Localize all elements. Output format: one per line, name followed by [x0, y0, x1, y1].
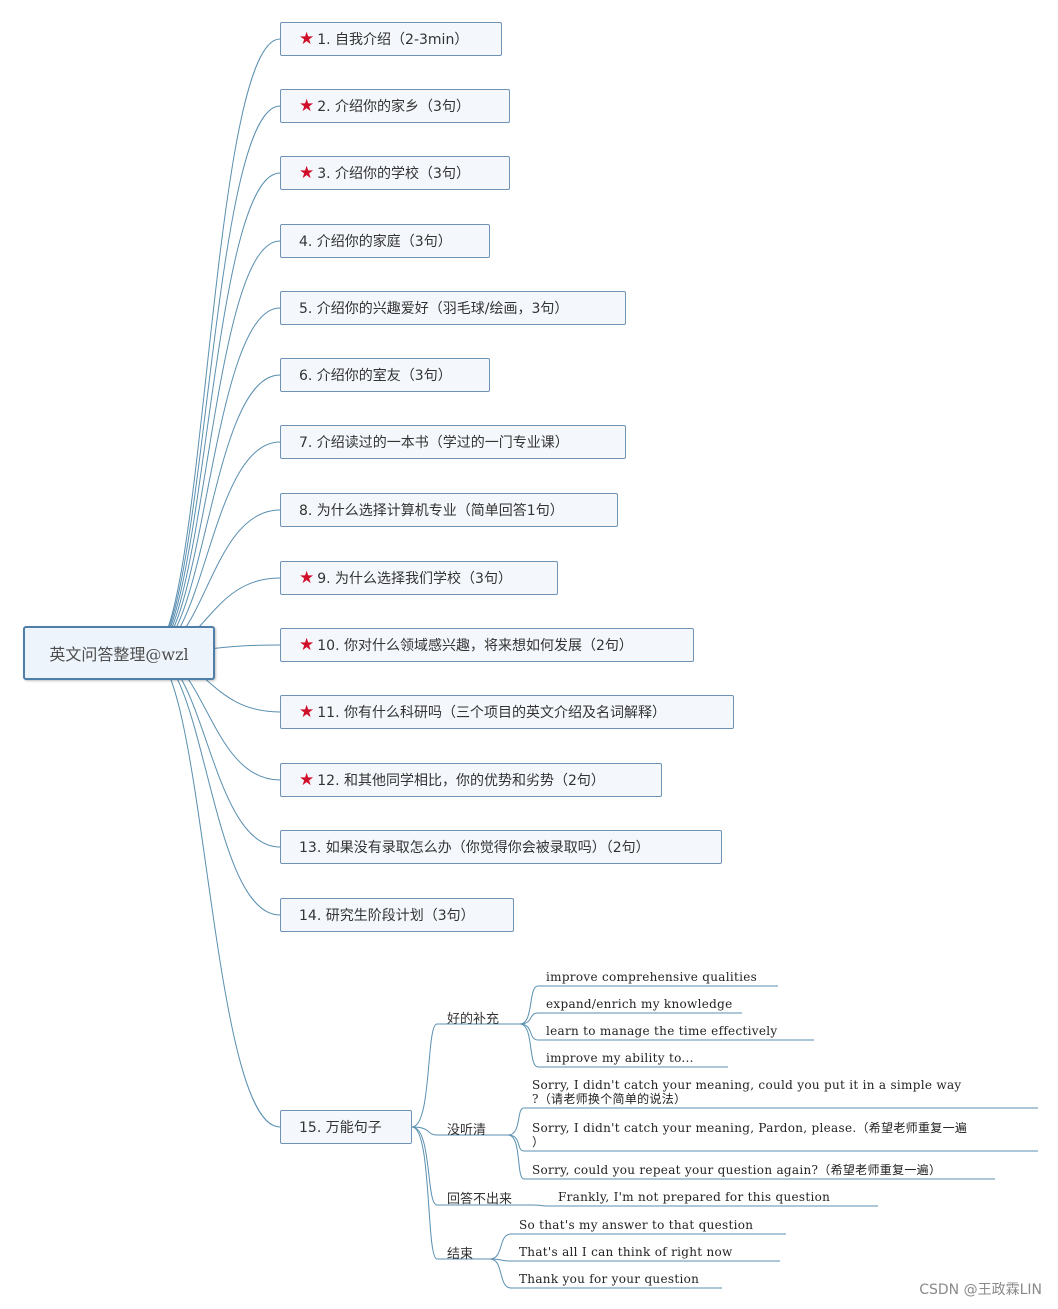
phrase-connector	[489, 1258, 722, 1289]
phrase-connector	[489, 1258, 780, 1262]
phrase-connector	[529, 1204, 878, 1207]
root-node[interactable]: 英文问答整理@wzl	[23, 626, 215, 680]
phrase-connector	[519, 985, 778, 1025]
phrase-connector	[519, 1023, 728, 1068]
star-icon: ★	[299, 769, 315, 790]
topic-node[interactable]: 7. 介绍读过的一本书（学过的一门专业课）	[280, 425, 626, 459]
phrase-item: Sorry, I didn't catch your meaning, coul…	[532, 1078, 962, 1106]
phrase-item: improve comprehensive qualities	[546, 970, 758, 984]
star-icon: ★	[299, 162, 315, 183]
topic-label: 8. 为什么选择计算机专业（简单回答1句）	[299, 503, 564, 519]
topic-label: 9. 为什么选择我们学校（3句）	[317, 571, 512, 587]
phrase-connector	[519, 1012, 742, 1025]
group-label[interactable]: 没听清	[447, 1123, 487, 1138]
phrase-item: Frankly, I'm not prepared for this quest…	[558, 1190, 831, 1204]
group-connector	[411, 1126, 530, 1206]
topic-label: 10. 你对什么领域感兴趣，将来想如何发展（2句）	[317, 638, 633, 654]
topic-node[interactable]: 4. 介绍你的家庭（3句）	[280, 224, 490, 258]
star-icon: ★	[299, 95, 315, 116]
topic-node[interactable]: 13. 如果没有录取怎么办（你觉得你会被录取吗）（2句）	[280, 830, 722, 864]
topic-node[interactable]: ★11. 你有什么科研吗（三个项目的英文介绍及名词解释）	[280, 695, 734, 729]
topic-label: 4. 介绍你的家庭（3句）	[299, 234, 452, 250]
group-connector	[411, 1023, 520, 1128]
phrase-item: improve my ability to...	[546, 1051, 694, 1065]
topic-label: 15. 万能句子	[299, 1120, 382, 1136]
topic-node[interactable]: 8. 为什么选择计算机专业（简单回答1句）	[280, 493, 618, 527]
topic-label: 12. 和其他同学相比，你的优势和劣势（2句）	[317, 773, 605, 789]
phrase-item: So that's my answer to that question	[519, 1218, 754, 1232]
phrase-connector	[507, 1134, 995, 1180]
root-title: 英文问答整理@wzl	[49, 645, 189, 664]
phrase-item: learn to manage the time effectively	[546, 1024, 778, 1038]
topic-label: 13. 如果没有录取怎么办（你觉得你会被录取吗）（2句）	[299, 840, 650, 856]
phrase-item: Sorry, could you repeat your question ag…	[532, 1163, 942, 1177]
topic-label: 3. 介绍你的学校（3句）	[317, 166, 470, 182]
group-connector	[411, 1126, 508, 1136]
topic-connector	[149, 307, 281, 654]
topic-label: 2. 介绍你的家乡（3句）	[317, 99, 470, 115]
topic-label: 6. 介绍你的室友（3句）	[299, 368, 452, 384]
phrase-connector	[519, 1023, 814, 1041]
topic-connector	[149, 652, 281, 848]
topic-label: 1. 自我介绍（2-3min）	[317, 32, 469, 48]
topic-connector	[149, 652, 281, 1128]
group-label[interactable]: 回答不出来	[447, 1192, 513, 1207]
topic-node[interactable]: 14. 研究生阶段计划（3句）	[280, 898, 514, 932]
topic-node[interactable]: ★9. 为什么选择我们学校（3句）	[280, 561, 558, 595]
group-connector	[411, 1126, 490, 1260]
star-icon: ★	[299, 634, 315, 655]
topic-label: 7. 介绍读过的一本书（学过的一门专业课）	[299, 435, 569, 451]
group-label[interactable]: 结束	[447, 1247, 474, 1262]
topic-label: 14. 研究生阶段计划（3句）	[299, 908, 475, 924]
topic-node[interactable]: 6. 介绍你的室友（3句）	[280, 358, 490, 392]
phrase-item: That's all I can think of right now	[519, 1245, 733, 1259]
star-icon: ★	[299, 567, 315, 588]
topic-connector	[149, 105, 281, 654]
topic-label: 11. 你有什么科研吗（三个项目的英文介绍及名词解释）	[317, 705, 666, 721]
phrase-item: Sorry, I didn't catch your meaning, Pard…	[532, 1121, 968, 1149]
topic-connector	[149, 38, 281, 654]
topic-node[interactable]: ★10. 你对什么领域感兴趣，将来想如何发展（2句）	[280, 628, 694, 662]
phrase-connector	[489, 1233, 786, 1260]
phrase-connector	[507, 1107, 1038, 1136]
star-icon: ★	[299, 28, 315, 49]
topic-node[interactable]: 5. 介绍你的兴趣爱好（羽毛球/绘画，3句）	[280, 291, 626, 325]
topic-connector	[149, 240, 281, 654]
topic-node[interactable]: ★1. 自我介绍（2-3min）	[280, 22, 502, 56]
topic-connector	[149, 652, 281, 916]
watermark: CSDN @王政霖LIN	[919, 1282, 1042, 1298]
topic-node[interactable]: 15. 万能句子	[280, 1110, 412, 1144]
topic-node[interactable]: ★2. 介绍你的家乡（3句）	[280, 89, 510, 123]
topic-label: 5. 介绍你的兴趣爱好（羽毛球/绘画，3句）	[299, 301, 569, 317]
topic-node[interactable]: ★3. 介绍你的学校（3句）	[280, 156, 510, 190]
topic-connector	[149, 441, 281, 654]
star-icon: ★	[299, 701, 315, 722]
topic-node[interactable]: ★12. 和其他同学相比，你的优势和劣势（2句）	[280, 763, 662, 797]
phrase-item: expand/enrich my knowledge	[546, 997, 733, 1011]
phrase-item: Thank you for your question	[519, 1272, 700, 1286]
phrase-connector	[507, 1134, 1038, 1152]
group-label[interactable]: 好的补充	[447, 1012, 500, 1027]
